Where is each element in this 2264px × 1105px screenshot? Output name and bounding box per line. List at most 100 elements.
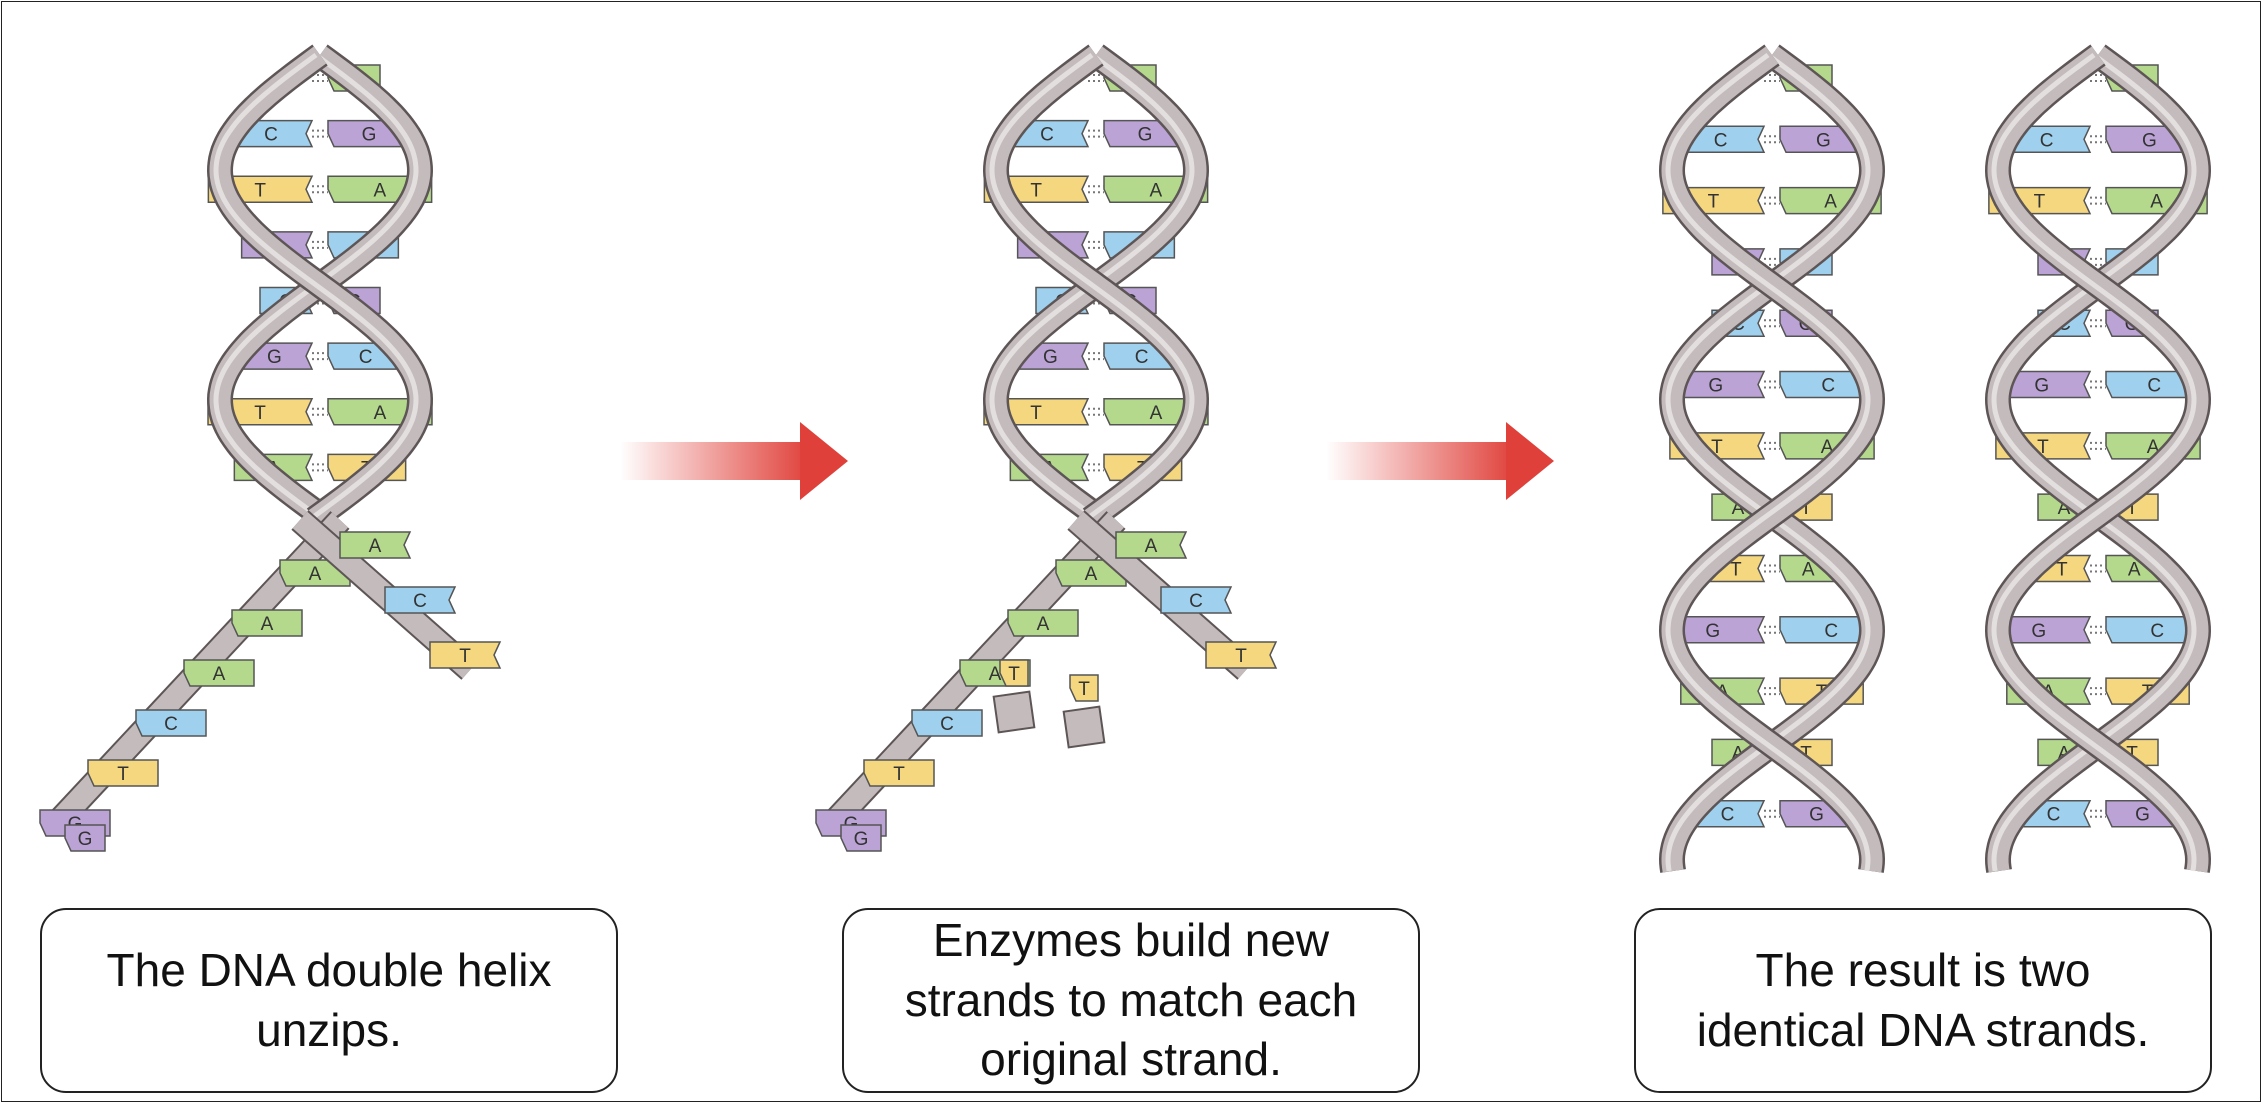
backbone-strand xyxy=(1659,44,1885,880)
svg-text:G: G xyxy=(267,347,282,368)
svg-text:T: T xyxy=(459,646,471,667)
svg-text:C: C xyxy=(2040,130,2054,151)
base-A: A xyxy=(1055,559,1127,587)
svg-text:A: A xyxy=(373,180,386,201)
svg-text:A: A xyxy=(1085,564,1098,585)
svg-text:G: G xyxy=(1043,347,1058,368)
base-A: A xyxy=(279,559,351,587)
separated-strand-right: A C T xyxy=(1067,510,1278,680)
svg-text:C: C xyxy=(940,714,954,735)
svg-text:A: A xyxy=(2128,559,2141,580)
svg-text:T: T xyxy=(2056,559,2068,580)
svg-text:A: A xyxy=(213,664,226,685)
svg-text:G: G xyxy=(362,125,377,146)
base-A: A xyxy=(231,609,303,637)
svg-text:G: G xyxy=(1138,125,1153,146)
svg-text:G: G xyxy=(1708,376,1723,397)
svg-text:C: C xyxy=(1824,621,1838,642)
separated-strand-left: AAACTG xyxy=(815,511,1127,837)
svg-text:T: T xyxy=(254,180,266,201)
free-nucleotide-T: T xyxy=(999,659,1029,687)
base-G: G xyxy=(64,824,106,852)
caption-line: The result is two xyxy=(1755,943,2091,996)
svg-text:C: C xyxy=(1821,376,1835,397)
right-arrow-icon xyxy=(1326,422,1554,500)
caption-line: unzips. xyxy=(256,1003,402,1056)
svg-text:G: G xyxy=(1809,805,1824,826)
base-G: G xyxy=(1986,616,2092,644)
svg-text:C: C xyxy=(1189,591,1203,612)
caption-line: original strand. xyxy=(980,1033,1282,1086)
svg-text:C: C xyxy=(413,591,427,612)
base-T: T xyxy=(863,759,935,787)
svg-text:T: T xyxy=(893,764,905,785)
base-G: G xyxy=(1660,616,1766,644)
svg-text:T: T xyxy=(1730,559,1742,580)
panel-building-strands: ACGTAGCCGGCTAATAAACTGACTTTG xyxy=(815,44,1278,852)
svg-text:A: A xyxy=(2150,192,2163,213)
svg-text:A: A xyxy=(1824,192,1837,213)
backbone-strand xyxy=(1985,44,2211,880)
base-A: A xyxy=(1115,531,1188,559)
svg-text:A: A xyxy=(309,564,322,585)
svg-text:C: C xyxy=(164,714,178,735)
caption-line: Enzymes build new xyxy=(932,913,1330,966)
base-C: C xyxy=(1160,586,1233,614)
right-arrow-icon xyxy=(620,422,848,500)
svg-text:A: A xyxy=(261,614,274,635)
svg-text:A: A xyxy=(1802,559,1815,580)
svg-text:T: T xyxy=(1030,180,1042,201)
svg-text:A: A xyxy=(369,536,382,557)
svg-text:G: G xyxy=(2034,376,2049,397)
base-G: G xyxy=(1666,370,1766,399)
svg-text:T: T xyxy=(254,403,266,424)
base-G: G xyxy=(840,824,882,852)
caption-unzips: The DNA double helix unzips. xyxy=(40,908,618,1093)
svg-text:C: C xyxy=(2147,376,2161,397)
svg-text:A: A xyxy=(1145,536,1158,557)
backbone-strand xyxy=(1659,44,1885,880)
svg-text:C: C xyxy=(2047,805,2061,826)
extra-base: G xyxy=(840,824,882,852)
base-T: T xyxy=(429,641,502,669)
svg-text:C: C xyxy=(1714,130,1728,151)
panel-unzipping-helix: ACGTAGCCGGCTAATAAACTGACTG xyxy=(39,44,502,852)
svg-text:C: C xyxy=(2150,621,2164,642)
base-C: C xyxy=(384,586,457,614)
caption-enzymes: Enzymes build new strands to match each … xyxy=(842,908,1420,1093)
base-A: A xyxy=(183,659,255,687)
svg-text:T: T xyxy=(117,764,129,785)
caption-result: The result is two identical DNA strands. xyxy=(1634,908,2212,1093)
svg-text:T: T xyxy=(1235,646,1247,667)
svg-text:A: A xyxy=(1149,180,1162,201)
svg-text:C: C xyxy=(359,347,373,368)
svg-text:C: C xyxy=(264,125,278,146)
svg-text:A: A xyxy=(989,664,1002,685)
free-nucleotide-T: T xyxy=(1069,674,1099,702)
svg-text:C: C xyxy=(1721,805,1735,826)
svg-text:G: G xyxy=(78,829,93,850)
svg-text:A: A xyxy=(1037,614,1050,635)
svg-text:G: G xyxy=(854,829,869,850)
svg-text:T: T xyxy=(1008,664,1020,685)
svg-text:A: A xyxy=(1150,403,1163,424)
svg-text:T: T xyxy=(1078,679,1090,700)
backbone-strand xyxy=(207,44,433,530)
base-C: C xyxy=(135,709,207,737)
svg-text:A: A xyxy=(374,403,387,424)
svg-text:T: T xyxy=(1708,192,1720,213)
backbone-strand xyxy=(1985,44,2211,880)
base-C: C xyxy=(911,709,983,737)
base-A: A xyxy=(339,531,412,559)
svg-text:C: C xyxy=(1040,125,1054,146)
extra-base: G xyxy=(64,824,106,852)
backbone-strand xyxy=(983,44,1209,530)
